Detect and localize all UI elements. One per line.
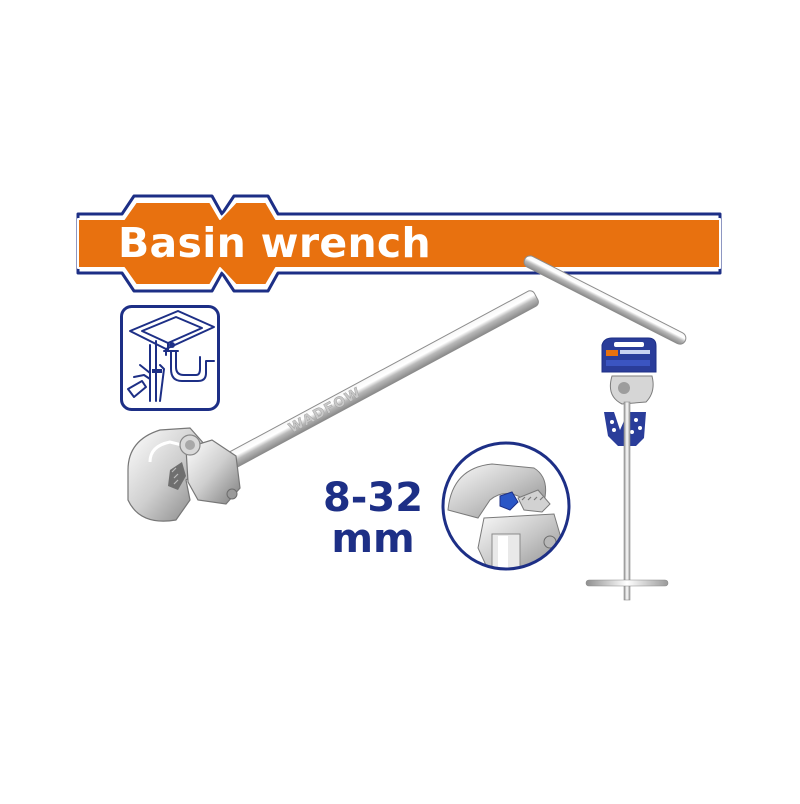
product-title: Basin wrench [118, 219, 432, 267]
jaw-detail-icon [441, 441, 571, 571]
size-range-value: 8-32 [322, 475, 424, 521]
size-range-unit: mm [331, 516, 415, 562]
sink-installation-icon [120, 305, 220, 411]
blister-package-icon [585, 337, 669, 601]
size-range-label: 8-32 mm [318, 478, 428, 560]
svg-text:WADFOW: WADFOW [286, 385, 364, 437]
basin-wrench-icon: WADFOW [127, 255, 687, 522]
